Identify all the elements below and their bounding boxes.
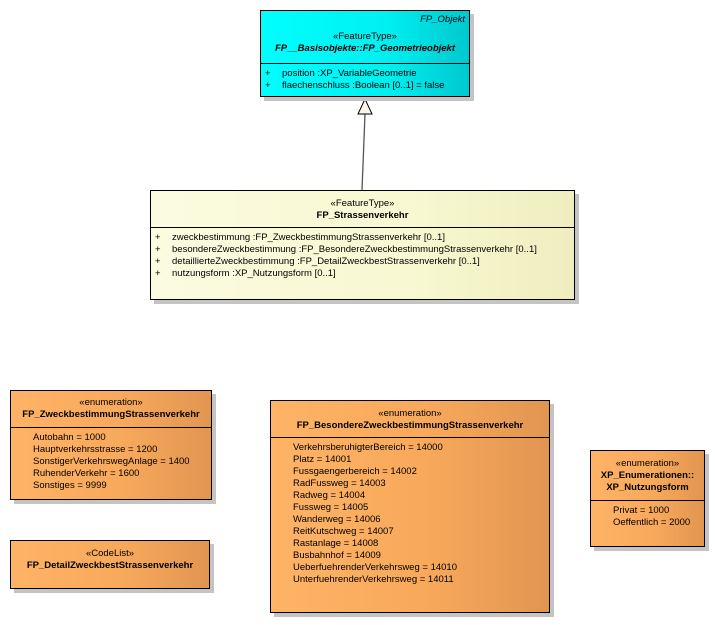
compartment-divider [271, 437, 549, 438]
visibility-public: + [265, 80, 271, 91]
enum-literal[interactable]: RuhenderVerkehr = 1600 [33, 468, 140, 479]
abstract-parent-label: FP_Objekt [420, 14, 465, 25]
class-name: FP__Basisobjekte::FP_Geometrieobjekt [274, 43, 456, 54]
enum-literal[interactable]: VerkehrsberuhigterBereich = 14000 [293, 442, 443, 453]
enum-xp-nutzungsform[interactable]: «enumeration» XP_Enumerationen:: XP_Nutz… [590, 450, 705, 547]
class-fp-geometrieobjekt[interactable]: FP_Objekt «FeatureType» FP__Basisobjekte… [260, 10, 470, 97]
attribute-text: detaillierteZweckbestimmung :FP_DetailZw… [172, 256, 480, 267]
class-name: FP_Strassenverkehr [316, 210, 409, 221]
compartment-divider [591, 500, 704, 501]
class-stereotype: «enumeration» [79, 397, 143, 408]
enum-literal[interactable]: UnterfuehrenderVerkehrsweg = 14011 [293, 574, 454, 585]
generalization-line [361, 113, 366, 191]
enum-literal[interactable]: ReitKutschweg = 14007 [293, 526, 394, 537]
enum-literal[interactable]: RadFussweg = 14003 [293, 478, 386, 489]
attribute-text: besondereZweckbestimmung :FP_BesondereZw… [172, 244, 537, 255]
enum-literal[interactable]: Hauptverkehrsstrasse = 1200 [33, 444, 158, 455]
visibility-public: + [265, 68, 271, 79]
attribute-row[interactable]: + detaillierteZweckbestimmung :FP_DetailZ… [155, 256, 574, 268]
class-fp-strassenverkehr[interactable]: «FeatureType» FP_Strassenverkehr + zweckb… [150, 190, 575, 300]
enum-fp-zweckbestimmung-strassenverkehr[interactable]: «enumeration» FP_ZweckbestimmungStrassen… [10, 390, 212, 500]
attribute-text: nutzungsform :XP_Nutzungsform [0..1] [172, 268, 336, 279]
enum-literal[interactable]: Platz = 14001 [293, 454, 352, 465]
enum-literal[interactable]: Autobahn = 1000 [33, 432, 106, 443]
generalization-arrowhead-icon [357, 97, 373, 115]
enum-literal[interactable]: Rastanlage = 14008 [293, 538, 379, 549]
class-stereotype: «CodeList» [85, 548, 135, 559]
class-name: XP_Nutzungsform [606, 482, 689, 493]
visibility-public: + [155, 232, 161, 243]
enum-literal[interactable]: Busbahnhof = 14009 [293, 550, 381, 561]
attribute-text: position :XP_VariableGeometrie [282, 68, 417, 79]
class-name-package: XP_Enumerationen:: [600, 470, 695, 481]
enum-literal[interactable]: UeberfuehrenderVerkehrsweg = 14010 [293, 562, 457, 573]
class-name: FP_DetailZweckbestStrassenverkehr [26, 560, 194, 571]
enum-literal[interactable]: Radweg = 14004 [293, 490, 366, 501]
class-stereotype: «FeatureType» [330, 198, 395, 209]
codelist-fp-detail-zweckbest-strassenverkehr[interactable]: «CodeList» FP_DetailZweckbestStrassenver… [10, 540, 210, 589]
attribute-row[interactable]: + nutzungsform :XP_Nutzungsform [0..1] [155, 268, 574, 280]
enum-fp-besondere-zweckbestimmung-strassenverkehr[interactable]: «enumeration» FP_BesondereZweckbestimmun… [270, 400, 550, 613]
attribute-row[interactable]: + flaechenschluss :Boolean [0..1] = false [265, 80, 469, 92]
enum-literal[interactable]: Oeffentlich = 2000 [613, 517, 691, 528]
enum-literal[interactable]: Privat = 1000 [613, 505, 670, 516]
class-name: FP_ZweckbestimmungStrassenverkehr [22, 409, 200, 420]
compartment-divider [151, 227, 574, 228]
attribute-row[interactable]: + position :XP_VariableGeometrie [265, 68, 469, 80]
visibility-public: + [155, 256, 161, 267]
class-stereotype: «enumeration» [615, 458, 680, 469]
attribute-row[interactable]: + zweckbestimmung :FP_ZweckbestimmungStra… [155, 232, 574, 244]
class-stereotype: «enumeration» [378, 408, 442, 419]
class-stereotype: «FeatureType» [333, 31, 397, 42]
enum-literal[interactable]: Sonstiges = 9999 [33, 480, 107, 491]
attribute-text: zweckbestimmung :FP_ZweckbestimmungStras… [172, 232, 445, 243]
visibility-public: + [155, 268, 161, 279]
visibility-public: + [155, 244, 161, 255]
enum-literal[interactable]: Fussgaengerbereich = 14002 [293, 466, 417, 477]
compartment-divider [11, 427, 211, 428]
enum-literal[interactable]: SonstigerVerkehrswegAnlage = 1400 [33, 456, 190, 467]
enum-literal[interactable]: Fussweg = 14005 [293, 502, 369, 513]
enum-literal[interactable]: Wanderweg = 14006 [293, 514, 381, 525]
class-name: FP_BesondereZweckbestimmungStrassenverke… [296, 420, 524, 431]
attribute-text: flaechenschluss :Boolean [0..1] = false [282, 80, 445, 91]
attribute-row[interactable]: + besondereZweckbestimmung :FP_BesondereZ… [155, 244, 574, 256]
compartment-divider [261, 63, 469, 64]
